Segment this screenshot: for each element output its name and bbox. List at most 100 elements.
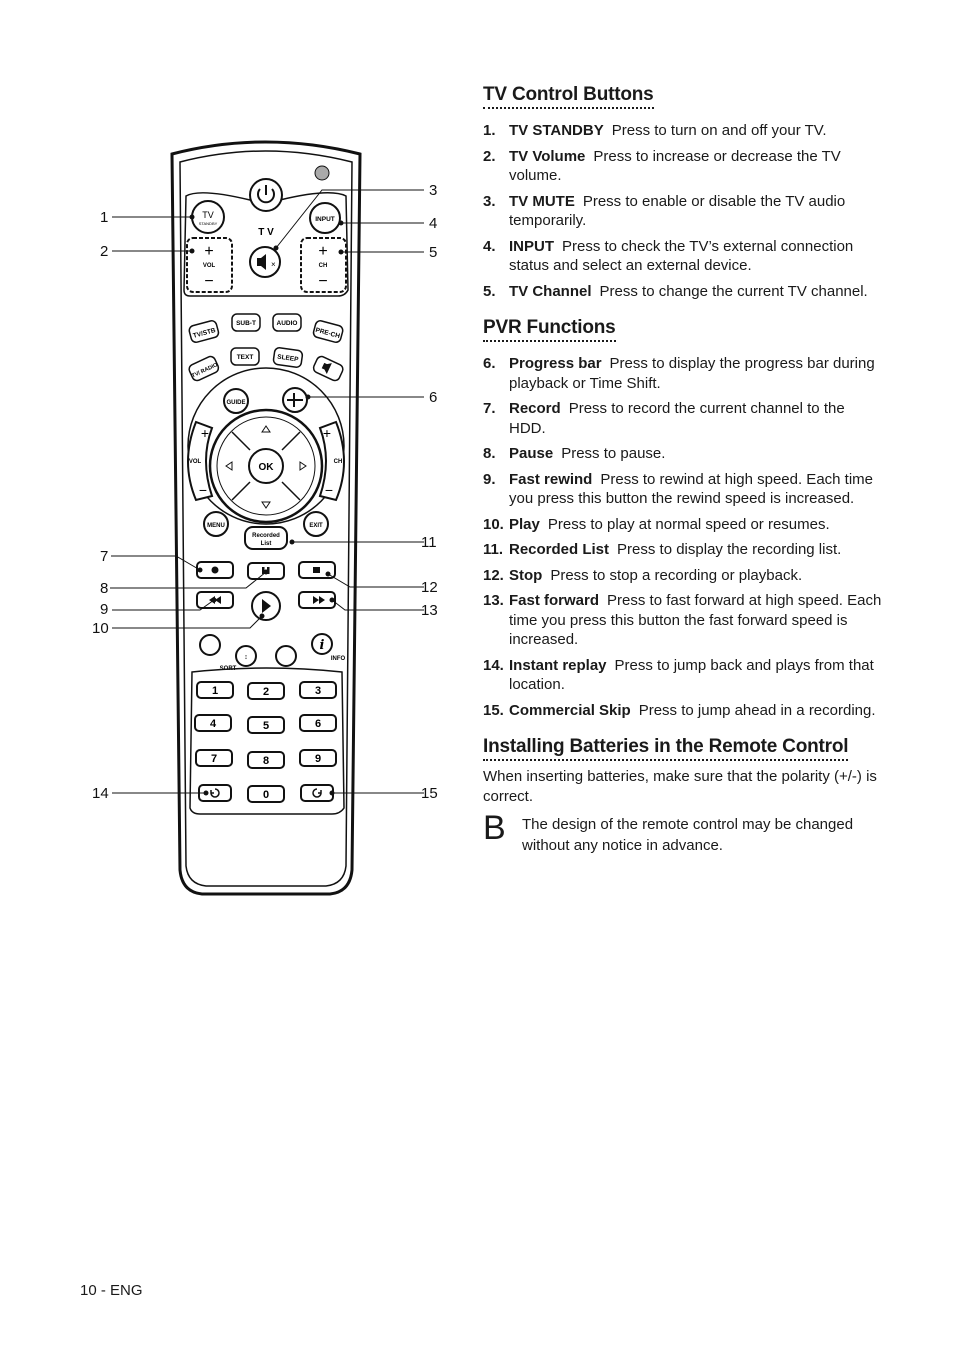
item-term: Record — [509, 400, 561, 417]
tv-volume-rocker[interactable]: + VOL − — [186, 237, 233, 293]
play-icon — [262, 599, 271, 613]
vol-arc-button[interactable]: + VOL − — [187, 420, 214, 502]
sort-button[interactable]: ↕ — [235, 645, 257, 667]
item-term: Commercial Skip — [509, 701, 631, 719]
audio-button[interactable]: AUDIO — [272, 313, 302, 332]
item-description: Press to display the progress bar during… — [509, 355, 875, 392]
stop-icon — [313, 567, 320, 573]
fast-forward-button[interactable] — [298, 591, 336, 609]
digit-key[interactable] — [299, 749, 337, 767]
svg-text:VOL: VOL — [189, 459, 202, 465]
svg-text:−: − — [204, 273, 213, 290]
item-term: INPUT — [509, 237, 554, 255]
note: B The design of the remote control may b… — [483, 811, 883, 856]
digit-key[interactable] — [299, 714, 337, 732]
digit-key[interactable] — [247, 682, 285, 700]
svg-text:+: + — [318, 243, 327, 260]
digit-key[interactable] — [247, 751, 285, 769]
item-number: 15. — [483, 701, 504, 719]
item-number: 13. — [483, 592, 504, 609]
sub-t-button[interactable]: SUB-T — [231, 313, 261, 332]
item-term: TV STANDBY — [509, 122, 604, 139]
item-term: Play — [509, 515, 540, 533]
tv-standby-button[interactable]: TV STANDBY — [191, 200, 225, 234]
svg-text:+: + — [204, 243, 213, 260]
skip-icon — [312, 788, 322, 798]
callout-3: 3 — [429, 182, 437, 199]
item-number: 5. — [483, 282, 496, 300]
item-number: 8. — [483, 445, 496, 462]
recorded-list-button[interactable]: Recorded List — [244, 526, 288, 550]
item-description: Press to enable or disable the TV audio … — [509, 192, 846, 230]
play-button[interactable] — [251, 591, 281, 621]
commercial-skip-button[interactable] — [300, 784, 334, 802]
tv-label: TV — [202, 210, 214, 220]
item-description: Press to turn on and off your TV. — [611, 122, 827, 139]
battery-instruction: When inserting batteries, make sure that… — [483, 768, 877, 805]
item-description: Press to rewind at high speed. Each time… — [509, 470, 874, 508]
nav-outer-ring — [187, 367, 345, 525]
svg-text:+: + — [323, 425, 331, 441]
item-term: Instant replay — [509, 656, 607, 674]
item-number: 1. — [483, 122, 496, 139]
callout-12: 12 — [421, 579, 438, 596]
tv-group-label: T V — [258, 227, 274, 238]
digit-key[interactable] — [247, 785, 285, 803]
digit-label: 5 — [263, 720, 269, 732]
digit-key[interactable] — [299, 681, 337, 699]
ch-arc-button[interactable]: + CH − — [318, 420, 345, 502]
svg-text:↕: ↕ — [244, 654, 248, 661]
callout-14: 14 — [92, 785, 109, 802]
digit-key[interactable] — [194, 714, 232, 732]
callout-13: 13 — [421, 602, 438, 619]
input-button[interactable]: INPUT — [309, 202, 341, 234]
digit-label: 6 — [315, 718, 321, 730]
note-text: The design of the remote control may be … — [522, 816, 854, 854]
tv-channel-rocker[interactable]: + CH − — [300, 237, 347, 293]
digit-key[interactable] — [196, 681, 234, 699]
power-button[interactable] — [249, 178, 283, 212]
record-button[interactable] — [196, 561, 234, 579]
callout-9: 9 — [100, 601, 108, 618]
info-button[interactable]: i — [311, 633, 333, 655]
menu-button[interactable]: MENU — [203, 511, 229, 537]
mute-icon — [257, 254, 266, 270]
callout-10: 10 — [92, 620, 109, 637]
digit-key[interactable] — [247, 716, 285, 734]
sleep-button[interactable]: SLEEP — [272, 347, 304, 368]
text-button[interactable]: TEXT — [230, 347, 260, 366]
tv-stb-button[interactable]: TV/STB — [188, 320, 220, 344]
progress-bar-button[interactable] — [282, 387, 308, 413]
red-button[interactable] — [199, 634, 221, 656]
pre-ch-button[interactable]: PRE-CH — [312, 320, 344, 344]
digit-label: 3 — [315, 685, 321, 697]
tv-mute-button[interactable]: × — [249, 246, 281, 278]
section-title: Installing Batteries in the Remote Contr… — [483, 736, 849, 761]
ok-button[interactable]: OK — [248, 448, 284, 484]
guide-button[interactable]: GUIDE — [223, 388, 249, 414]
exit-button[interactable]: EXIT — [303, 511, 329, 537]
item-description: Press to jump back and plays from that l… — [509, 656, 874, 694]
standby-label: STANDBY — [199, 221, 218, 226]
callout-1: 1 — [100, 209, 108, 226]
digit-key[interactable] — [195, 749, 233, 767]
callout-11: 11 — [421, 534, 437, 551]
item-term: TV MUTE — [509, 192, 575, 210]
record-icon — [211, 566, 219, 574]
svg-text:−: − — [199, 482, 207, 498]
callout-15: 15 — [421, 785, 438, 802]
mute-button[interactable] — [312, 355, 345, 382]
item-number: 2. — [483, 147, 496, 165]
svg-text:CH: CH — [319, 263, 328, 269]
yellow-button[interactable] — [275, 645, 297, 667]
item-description: Press to increase or decrease the TV vol… — [509, 147, 841, 185]
